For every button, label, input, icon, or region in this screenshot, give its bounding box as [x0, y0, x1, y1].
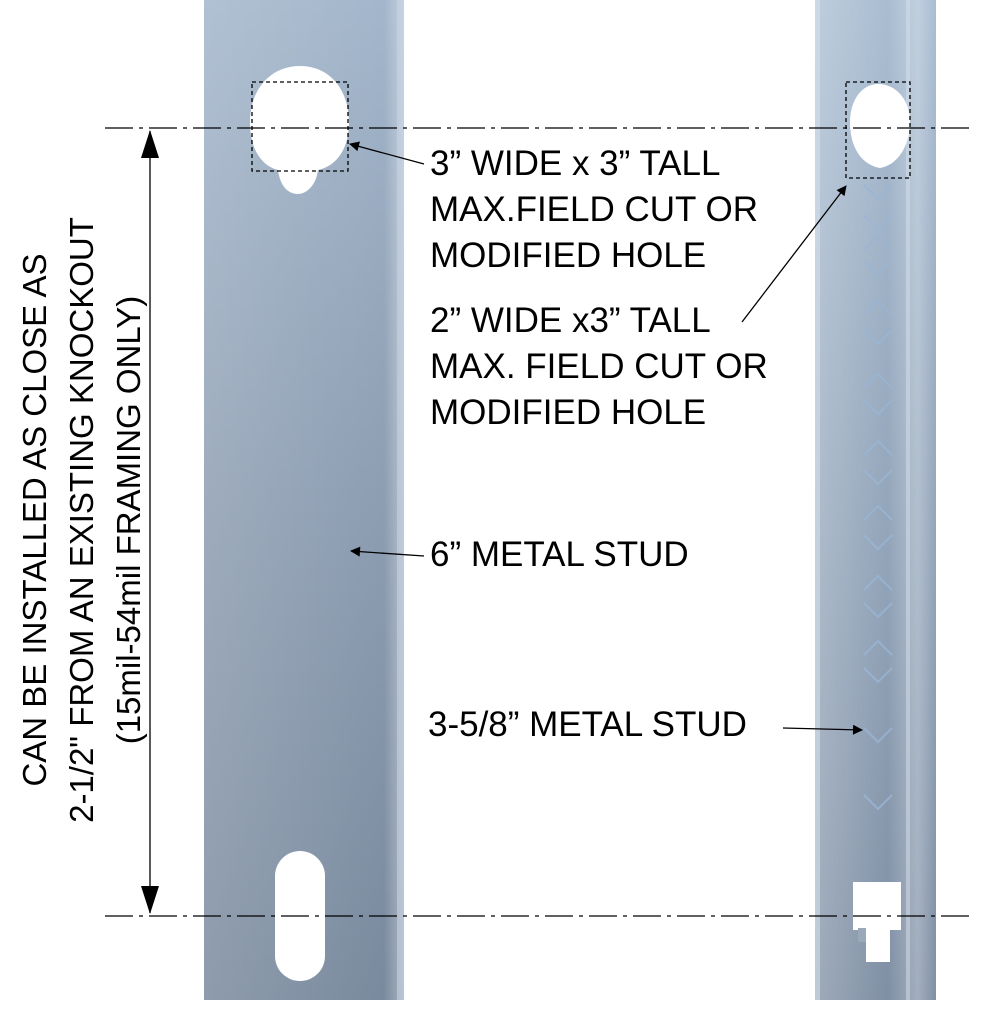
installation-note: CAN BE INSTALLED AS CLOSE AS 2-1/2" FROM…: [11, 20, 161, 1020]
modified-hole-2in: [850, 84, 910, 168]
note-line: 2-1/2" FROM AN EXISTING KNOCKOUT: [63, 217, 100, 823]
hole-limit-box-3in: [251, 81, 349, 172]
note-line: CAN BE INSTALLED AS CLOSE AS: [16, 253, 53, 787]
leader-358-stud: [782, 724, 863, 735]
callout-line: MODIFIED HOLE: [430, 236, 707, 275]
hole-limit-box-2in: [845, 81, 911, 179]
callout-line: MAX.FIELD CUT OR: [430, 190, 759, 229]
leader-6in-stud: [350, 546, 425, 557]
dimension-line: [141, 130, 159, 914]
leader-3in-hole: [349, 141, 425, 165]
modified-hole-3in: [250, 66, 349, 194]
stud-punch-pattern: [863, 184, 893, 811]
leader-2in-hole: [741, 185, 847, 323]
three-five-eighths-metal-stud: [815, 0, 936, 1000]
stud-notch: [853, 882, 901, 962]
callout-358-stud: 3-5/8” METAL STUD: [428, 702, 747, 748]
six-inch-metal-stud: [204, 0, 404, 1000]
callout-3in-hole: 3” WIDE x 3” TALL MAX.FIELD CUT OR MODIF…: [430, 141, 758, 279]
callout-line: MAX. FIELD CUT OR: [430, 347, 768, 386]
callout-line: 2” WIDE x3” TALL: [430, 301, 711, 340]
callout-line: 3” WIDE x 3” TALL: [430, 144, 721, 183]
note-line: (15mil-54mil FRAMING ONLY): [110, 295, 147, 745]
callout-line: MODIFIED HOLE: [430, 393, 707, 432]
callout-line: 6” METAL STUD: [430, 535, 689, 574]
callout-6in-stud: 6” METAL STUD: [430, 532, 689, 578]
callout-2in-hole: 2” WIDE x3” TALL MAX. FIELD CUT OR MODIF…: [430, 298, 768, 436]
callout-line: 3-5/8” METAL STUD: [428, 705, 747, 744]
